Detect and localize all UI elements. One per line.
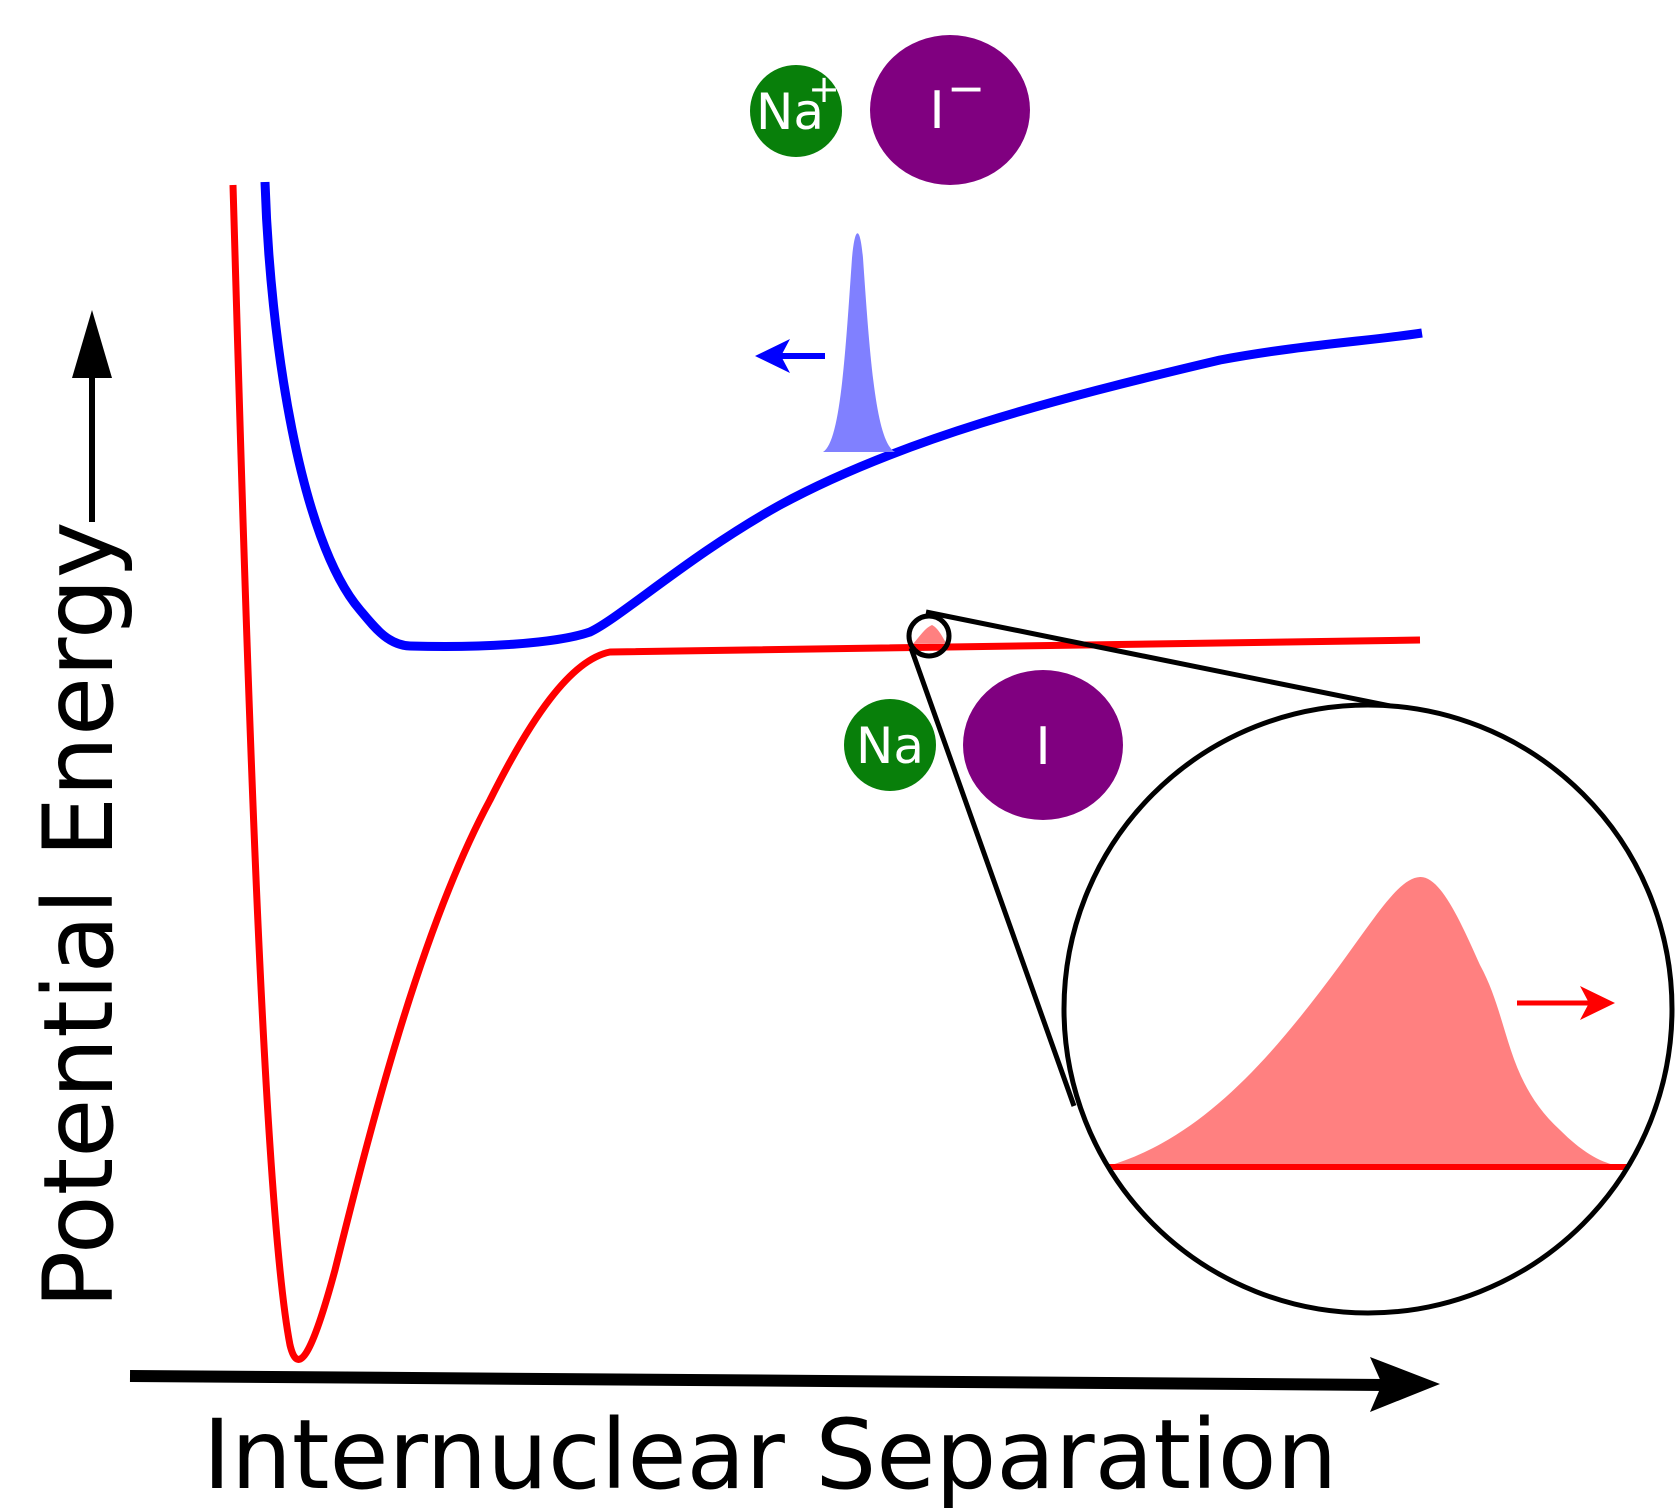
y-axis-label: Potential Energy xyxy=(23,521,135,1308)
iodine-atom: I xyxy=(963,670,1123,820)
iodide-anion-symbol: I xyxy=(929,81,944,141)
covalent-potential-curve xyxy=(229,184,1421,1363)
ionic-potential-curve xyxy=(260,181,1423,651)
ionic-wavepacket xyxy=(823,233,895,452)
sodium-atom-symbol: Na xyxy=(856,717,924,775)
magnifier-circle-small xyxy=(906,613,952,659)
iodide-anion-charge: − xyxy=(947,61,986,115)
zoom-connector-bottom xyxy=(908,647,1077,1107)
x-axis xyxy=(129,1357,1440,1412)
x-axis-label: Internuclear Separation xyxy=(203,1399,1338,1508)
zoom-connector-top xyxy=(925,609,1401,711)
sodium-cation: Na + xyxy=(750,65,842,157)
iodine-atom-symbol: I xyxy=(1035,717,1050,777)
right-motion-arrow xyxy=(1517,986,1615,1020)
y-axis xyxy=(72,310,112,522)
sodium-cation-charge: + xyxy=(808,67,840,111)
covalent-wavepacket-small xyxy=(913,625,946,644)
covalent-wavepacket-zoomed xyxy=(1105,876,1625,1167)
magnifier-circle-large xyxy=(1061,702,1675,1316)
left-motion-arrow xyxy=(755,339,825,373)
zoom-inset xyxy=(1061,702,1675,1316)
sodium-atom: Na xyxy=(844,699,936,791)
sodium-cation-symbol: Na xyxy=(756,83,824,141)
iodide-anion: I − xyxy=(870,35,1030,185)
